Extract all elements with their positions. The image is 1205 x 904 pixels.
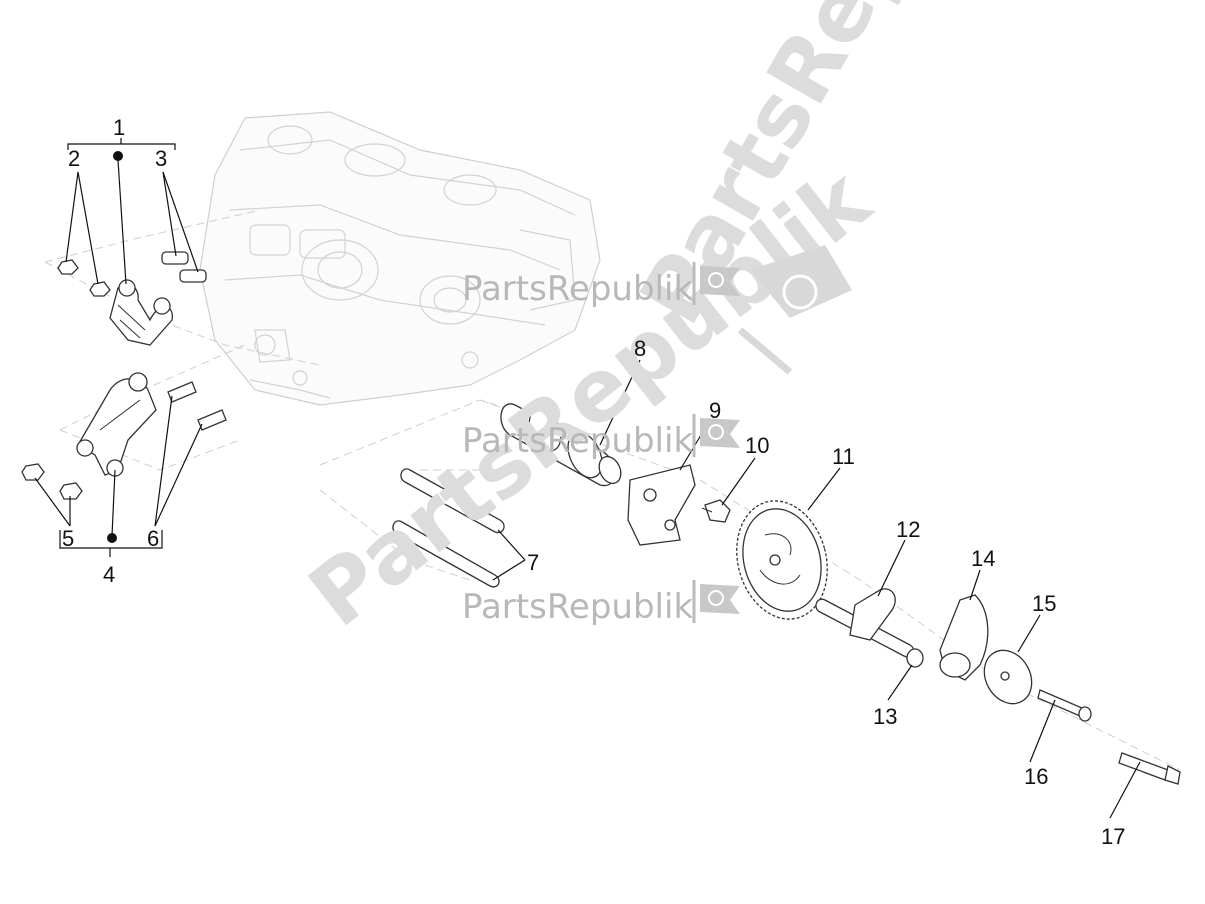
callout-2: 2 [68, 146, 80, 171]
lower-rocker-arm [76, 372, 157, 477]
callout-10: 10 [745, 433, 769, 458]
callout-4: 4 [103, 562, 115, 587]
watermark-text-2: PartsRepublik [462, 421, 693, 461]
callout-6: 6 [147, 526, 159, 551]
callout-14: 14 [971, 546, 995, 571]
callout-3: 3 [155, 146, 167, 171]
decompressor-spring [906, 648, 924, 668]
camshaft [500, 403, 622, 487]
callout-11: 11 [832, 444, 855, 469]
cylinder-head-ghost [199, 111, 601, 406]
callout-1: 1 [113, 115, 125, 140]
plate-bolt [701, 499, 731, 523]
upper-adjuster-screws [161, 251, 207, 283]
callout-7: 7 [527, 550, 539, 575]
gear-flag-icon [692, 580, 740, 623]
bullet-dot-icon [113, 151, 123, 161]
callout-12: 12 [896, 517, 920, 542]
callout-9: 9 [709, 398, 721, 423]
watermark-text-3: PartsRepublik [462, 587, 693, 627]
callout-numbers: 1 2 3 4 5 6 7 8 9 10 11 12 13 14 15 16 1… [62, 115, 1125, 849]
leader-lines [34, 138, 1141, 819]
rocker-shafts [392, 468, 505, 588]
callout-13: 13 [873, 704, 897, 729]
decompressor-shaft [815, 588, 915, 658]
lower-adjuster-nuts [21, 463, 83, 500]
callout-8: 8 [634, 336, 646, 361]
sprocket-washer [983, 649, 1033, 705]
upper-rocker-arm [109, 279, 173, 346]
camshaft-sprocket [736, 500, 828, 620]
bullet-dot-icon [107, 533, 117, 543]
upper-adjuster-nuts [57, 259, 111, 297]
watermark-text-1: PartsRepublik [462, 269, 693, 309]
camshaft-retaining-plate [627, 464, 696, 546]
gear-flag-icon [692, 414, 740, 457]
callout-17: 17 [1101, 824, 1125, 849]
callout-5: 5 [62, 526, 74, 551]
gear-flag-icon [737, 245, 852, 375]
callout-15: 15 [1032, 591, 1056, 616]
gear-flag-icon [692, 262, 740, 305]
callout-16: 16 [1024, 764, 1048, 789]
washer-screw [1037, 689, 1092, 722]
lower-adjuster-screws [167, 381, 227, 431]
sprocket-bolt [1118, 752, 1181, 785]
decompressor-counterweight [939, 594, 989, 681]
